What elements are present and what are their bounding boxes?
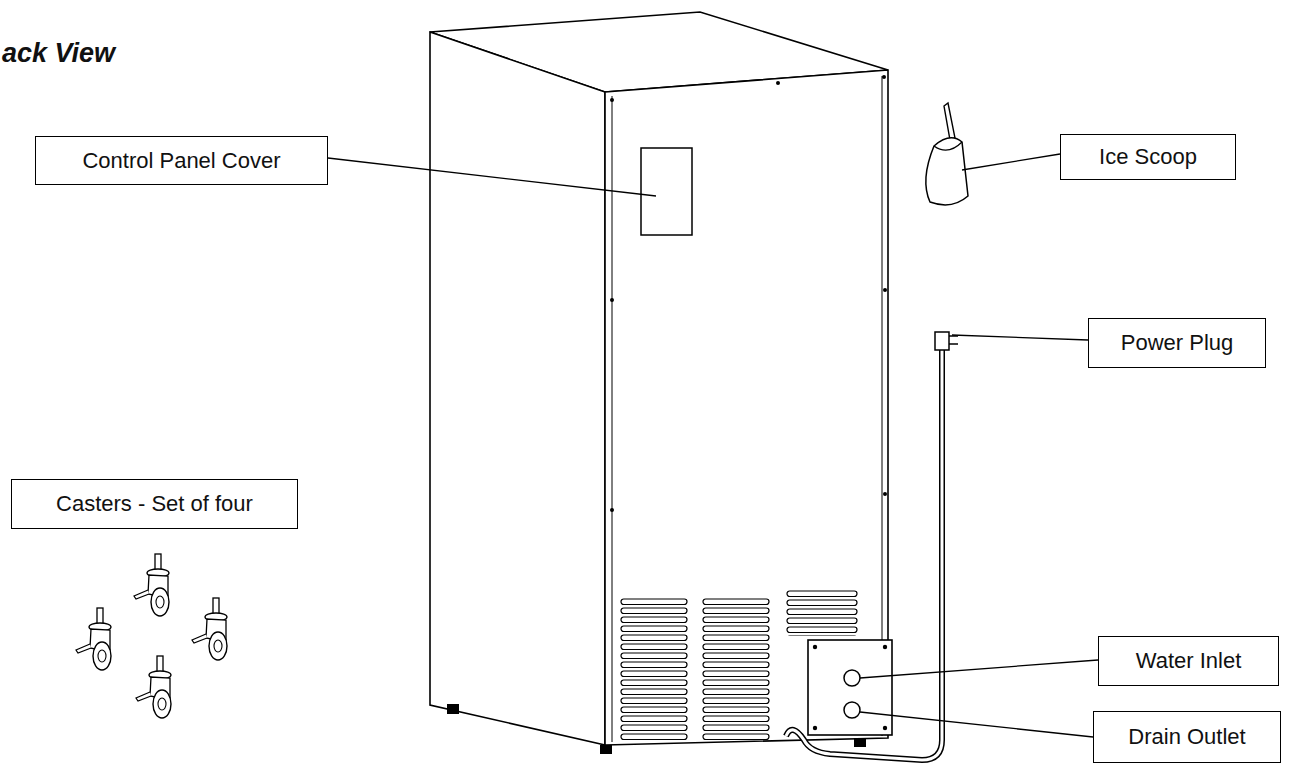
part-label-box: Casters - Set of four — [11, 479, 298, 529]
vent-column — [620, 598, 690, 742]
power-cord — [786, 350, 942, 760]
leader-line — [860, 712, 1093, 737]
leader-line — [952, 335, 1088, 340]
screw — [610, 508, 614, 512]
part-label: Drain Outlet — [1128, 724, 1245, 750]
power-cord-inner — [786, 350, 942, 760]
leader-line — [860, 660, 1098, 678]
part-label-box: Power Plug — [1088, 318, 1266, 368]
drain-outlet — [844, 702, 860, 718]
part-label-box: Drain Outlet — [1093, 711, 1281, 763]
connection-plate — [808, 640, 892, 735]
part-label: Control Panel Cover — [82, 148, 280, 174]
panel-edge — [882, 76, 883, 736]
caster — [76, 608, 111, 670]
plug-prong — [949, 343, 958, 345]
view-heading: ack View — [2, 38, 115, 69]
screw — [813, 726, 817, 730]
power-plug — [935, 332, 949, 350]
cabinet-side — [430, 32, 605, 745]
foot — [854, 738, 866, 747]
screw — [776, 81, 780, 85]
panel-edge — [612, 96, 613, 742]
ice-scoop — [926, 138, 968, 205]
leader-line — [962, 154, 1060, 170]
caster — [136, 656, 171, 718]
scoop-rim — [934, 142, 962, 150]
screw — [882, 75, 886, 79]
vent-column — [702, 598, 772, 740]
part-label: Water Inlet — [1136, 648, 1242, 674]
part-label: Ice Scoop — [1099, 144, 1197, 170]
part-label: Power Plug — [1121, 330, 1234, 356]
caster — [134, 554, 169, 616]
control-panel-cover — [641, 148, 692, 235]
screw — [610, 298, 614, 302]
part-label-box: Control Panel Cover — [35, 136, 328, 185]
scoop-handle — [944, 103, 955, 140]
vent-column — [786, 590, 860, 636]
leader-line — [328, 158, 656, 196]
screw — [883, 288, 887, 292]
screw — [883, 492, 887, 496]
part-label-box: Water Inlet — [1098, 636, 1279, 686]
part-label: Casters - Set of four — [56, 491, 253, 517]
foot — [447, 704, 459, 714]
part-label-box: Ice Scoop — [1060, 134, 1236, 180]
screw — [883, 645, 887, 649]
water-inlet — [844, 670, 860, 686]
plate-screws — [813, 645, 887, 730]
screw — [610, 98, 614, 102]
screw — [883, 726, 887, 730]
foot — [600, 745, 612, 754]
screw — [813, 645, 817, 649]
caster — [192, 598, 227, 660]
screws — [610, 75, 887, 512]
